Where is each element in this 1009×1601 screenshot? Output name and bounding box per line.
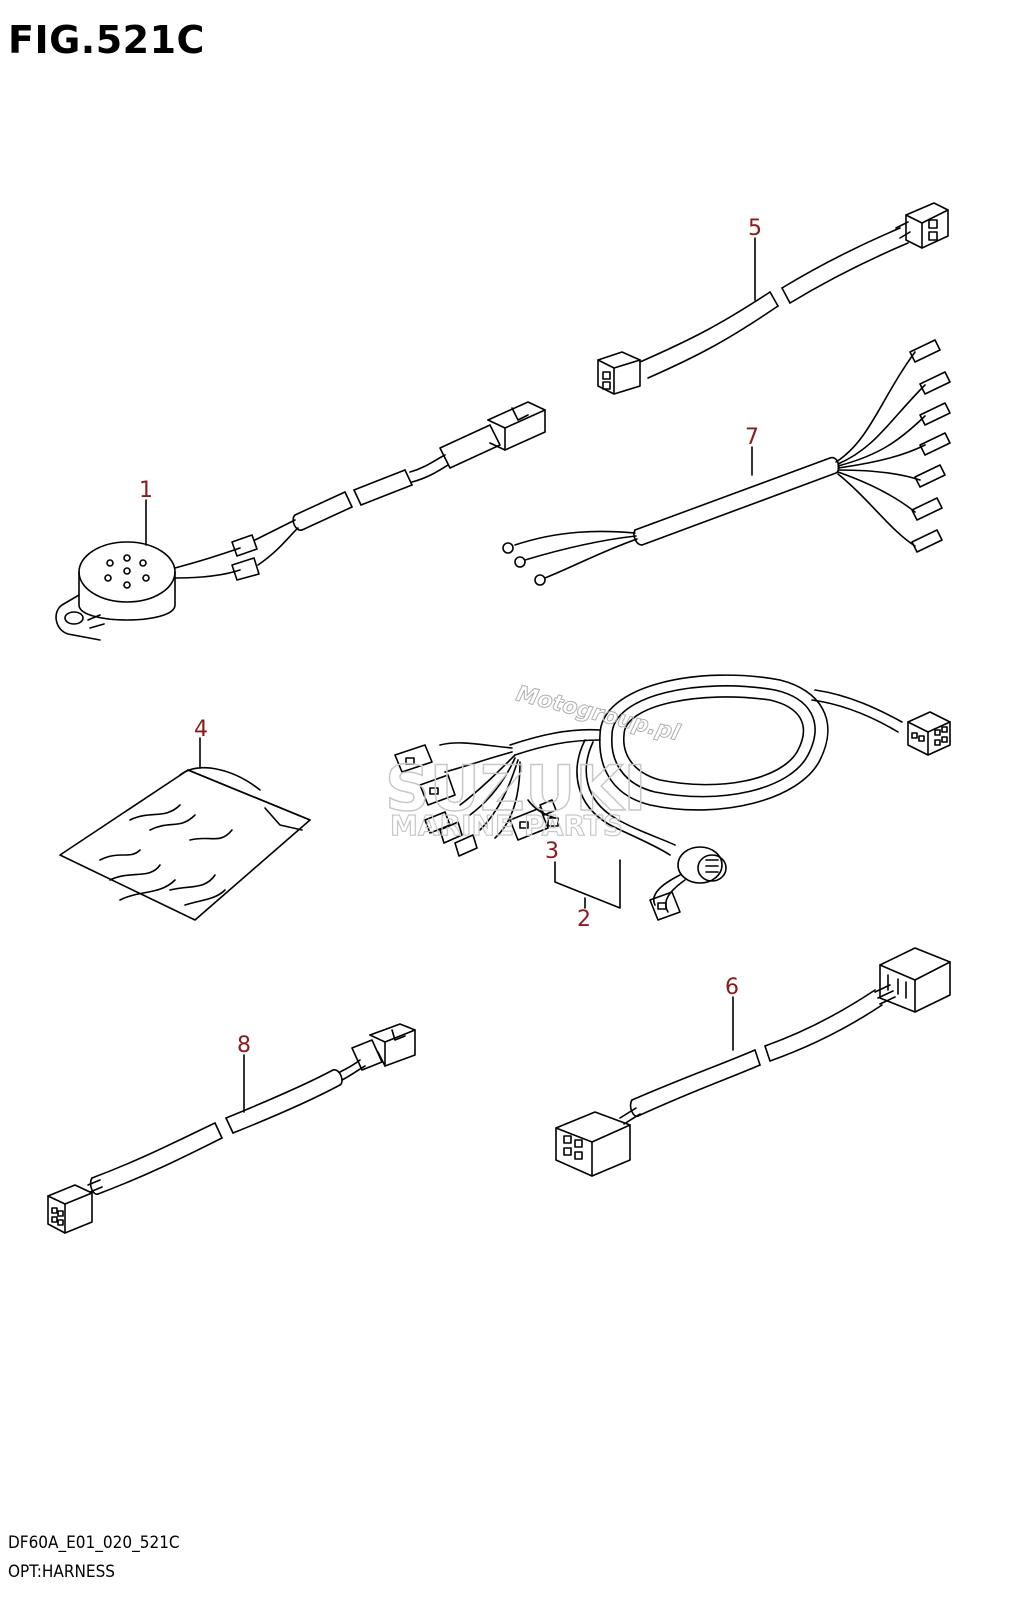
watermark: Motogroup.pl SUZUKI MARINE PARTS — [384, 681, 683, 843]
watermark-brand: SUZUKI — [385, 752, 646, 825]
figure-caption: OPT:HARNESS — [8, 1562, 115, 1582]
figure-title: FIG.521C — [8, 18, 205, 62]
callout-5[interactable]: 5 — [748, 216, 762, 241]
callout-2[interactable]: 2 — [577, 907, 591, 932]
part-2-main-harness[interactable] — [394, 674, 951, 921]
callout-7[interactable]: 7 — [745, 425, 759, 450]
part-5-harness[interactable] — [597, 202, 949, 395]
part-7-harness[interactable] — [502, 339, 951, 586]
callout-6[interactable]: 6 — [725, 975, 739, 1000]
callout-3[interactable]: 3 — [545, 839, 559, 864]
callout-1[interactable]: 1 — [139, 478, 153, 503]
part-4-bag[interactable] — [59, 767, 311, 921]
figure-code: DF60A_E01_020_521C — [8, 1533, 180, 1553]
part-6-harness[interactable] — [555, 947, 951, 1177]
callout-4[interactable]: 4 — [194, 717, 208, 742]
part-1-buzzer[interactable] — [55, 401, 546, 641]
callout-8[interactable]: 8 — [237, 1033, 251, 1058]
part-8-harness[interactable] — [47, 1023, 416, 1234]
watermark-brand-sub: MARINE PARTS — [390, 809, 623, 842]
